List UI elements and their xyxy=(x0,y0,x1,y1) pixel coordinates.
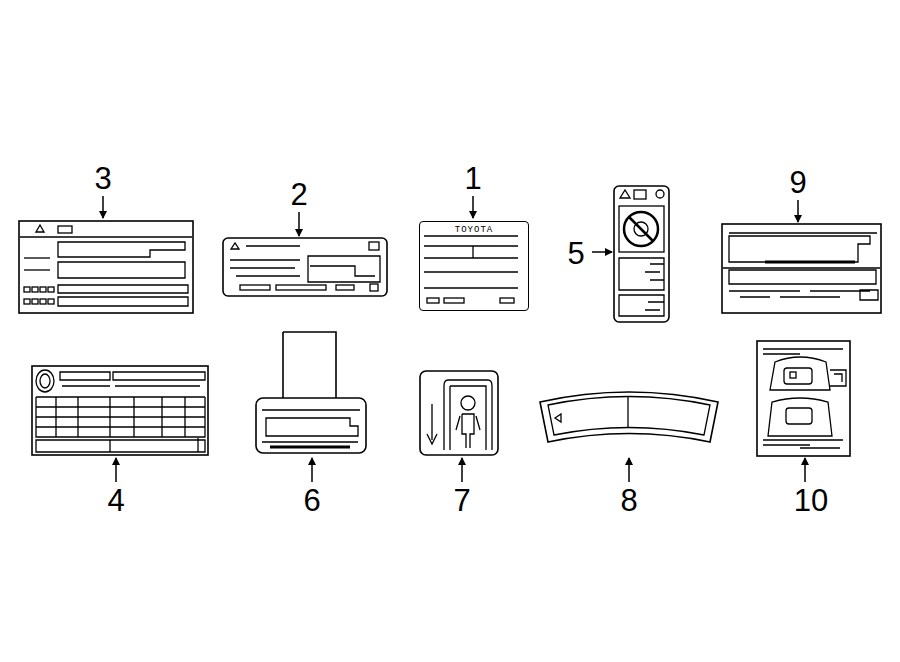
vin-label: TOYOTA xyxy=(419,221,529,311)
callout-number: 9 xyxy=(789,167,806,198)
callout-number: 1 xyxy=(464,163,481,194)
callout-number: 10 xyxy=(794,485,828,516)
label-brand-text: TOYOTA xyxy=(420,222,528,235)
callout-number: 6 xyxy=(303,485,320,516)
callout-number: 5 xyxy=(567,238,584,269)
callout-number: 3 xyxy=(94,163,111,194)
callout-number: 8 xyxy=(620,485,637,516)
callout-number: 2 xyxy=(290,179,307,210)
callout-number: 4 xyxy=(107,485,124,516)
callout-number: 7 xyxy=(453,485,470,516)
